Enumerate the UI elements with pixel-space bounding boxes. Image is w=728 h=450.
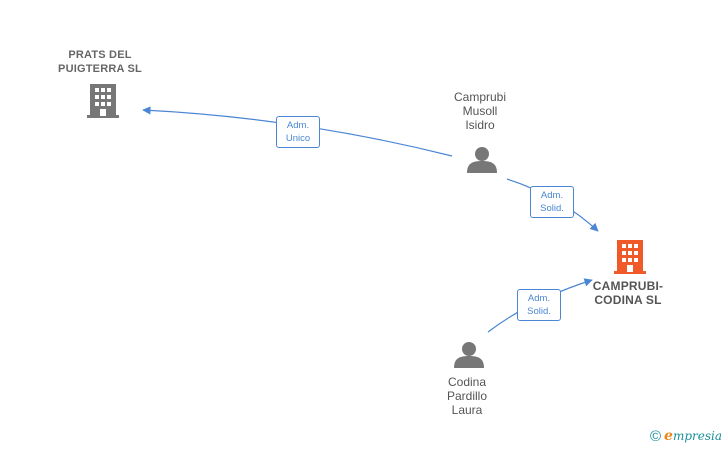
- brand-logo-initial: e: [664, 428, 673, 444]
- label-line: Laura: [451, 403, 483, 417]
- edge-label-line: Solid.: [527, 306, 551, 317]
- edge-label-line: Adm.: [527, 293, 551, 304]
- node-label-camprubi-codina[interactable]: CAMPRUBI- CODINA SL: [580, 279, 676, 307]
- edge-label-line: Unico: [285, 133, 311, 144]
- label-line: Isidro: [465, 118, 495, 132]
- label-line: PRATS DEL: [68, 49, 132, 61]
- node-label-camprubi-musoll-isidro[interactable]: Camprubi Musoll Isidro: [430, 90, 530, 132]
- label-line: Musoll: [462, 104, 498, 118]
- label-line: Codina: [447, 375, 487, 389]
- brand-logo-rest: mpresia: [672, 429, 722, 443]
- label-line: CAMPRUBI-: [592, 279, 664, 293]
- edge-label-line: Adm.: [540, 190, 564, 201]
- node-label-codina-pardillo-laura[interactable]: Codina Pardillo Laura: [417, 375, 517, 417]
- label-line: Pardillo: [446, 389, 488, 403]
- edge-label-line: Solid.: [540, 203, 564, 214]
- brand-logo: empresia: [664, 428, 722, 444]
- node-label-prats-del-puigterra[interactable]: PRATS DEL PUIGTERRA SL: [50, 48, 150, 76]
- edge-label-line: Adm.: [286, 120, 310, 131]
- label-line: CODINA SL: [594, 293, 662, 307]
- building-icon[interactable]: [614, 240, 646, 274]
- label-line: Camprubi: [453, 90, 507, 104]
- person-icon[interactable]: [454, 342, 484, 368]
- edge-label-adm-solid[interactable]: Adm. Solid.: [517, 289, 561, 321]
- building-icon[interactable]: [87, 84, 119, 118]
- edge-label-adm-unico[interactable]: Adm. Unico: [276, 116, 320, 148]
- person-icon[interactable]: [467, 147, 497, 173]
- edge-label-adm-solid[interactable]: Adm. Solid.: [530, 186, 574, 218]
- label-line: PUIGTERRA SL: [58, 63, 142, 75]
- brand-footer[interactable]: © empresia: [650, 428, 722, 444]
- copyright-icon: ©: [649, 427, 662, 445]
